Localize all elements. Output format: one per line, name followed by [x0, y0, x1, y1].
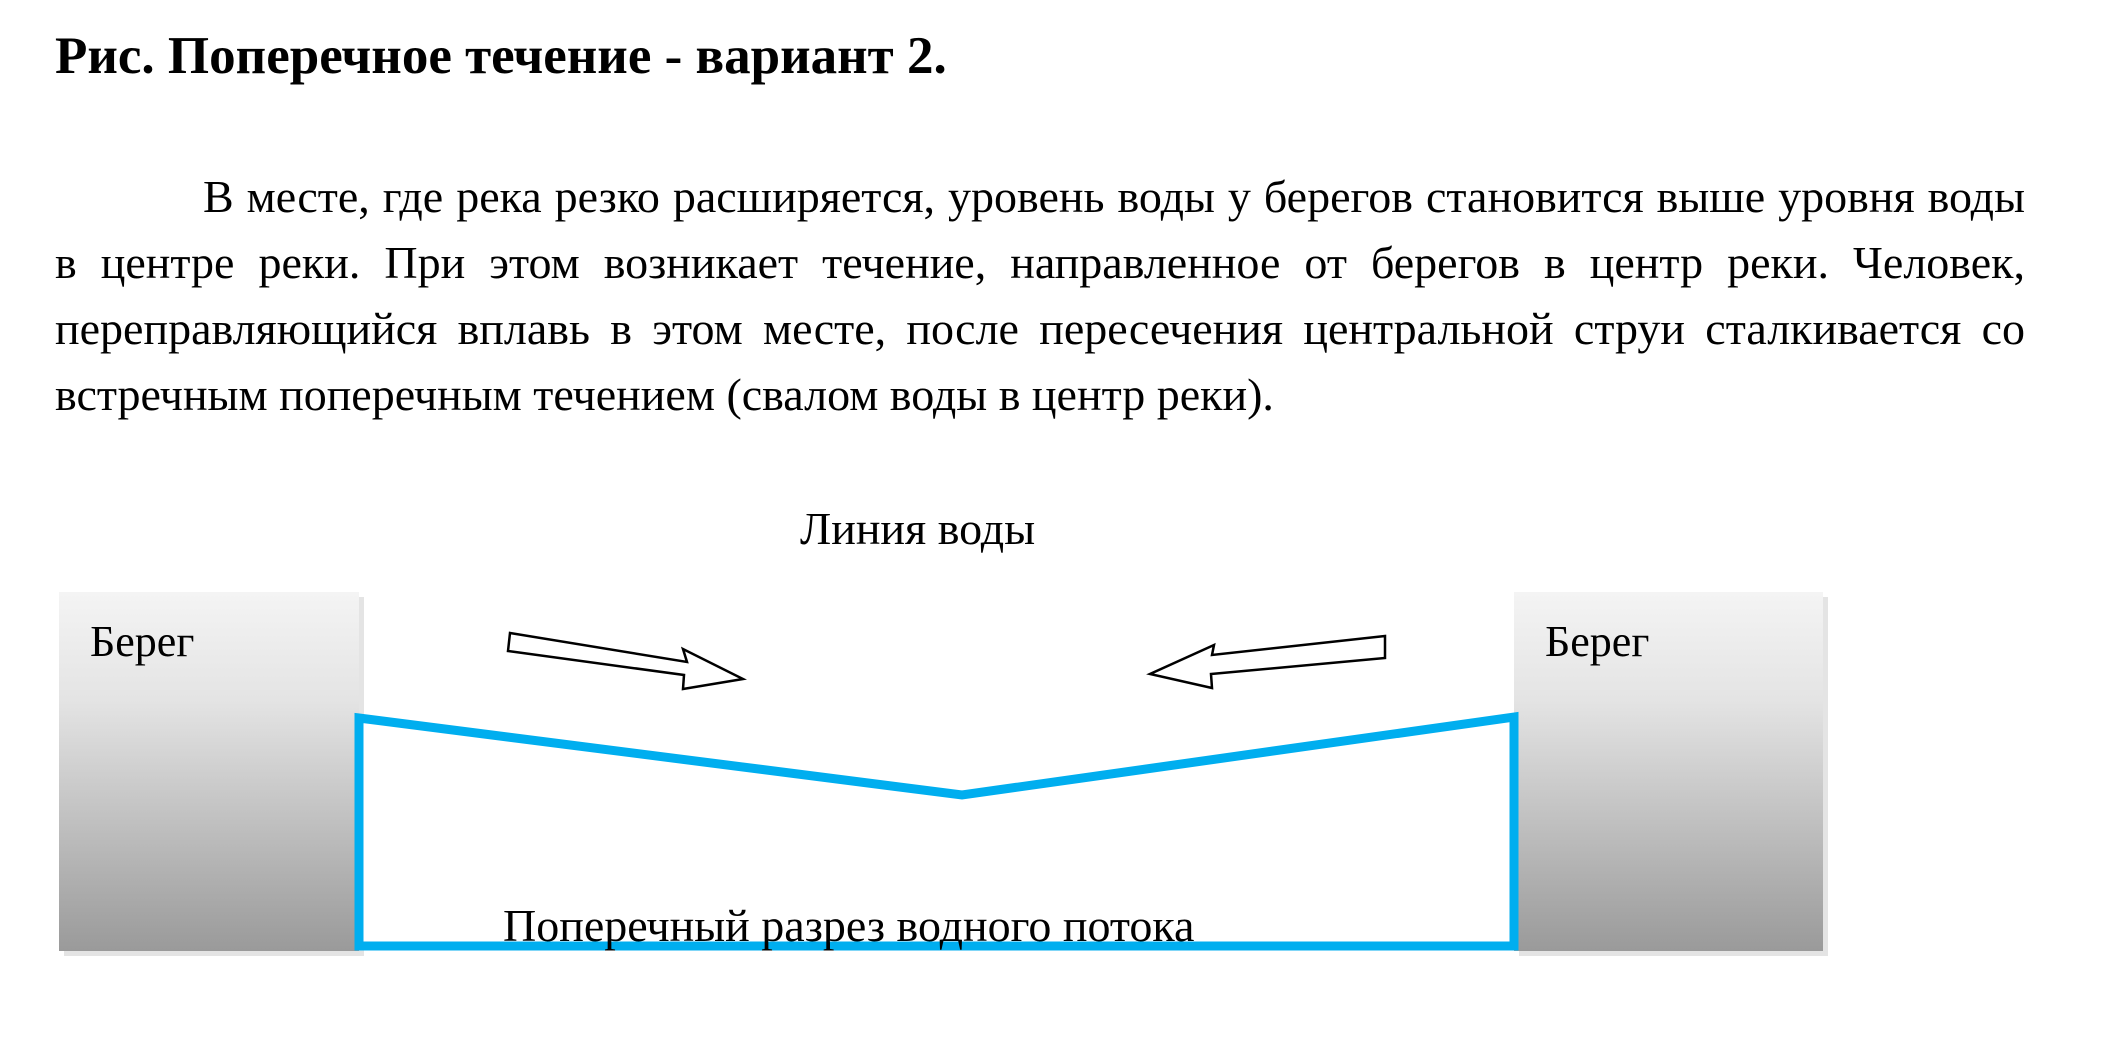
right-bank-label: Берег [1545, 617, 1649, 666]
left-pointing-arrow-icon [1146, 634, 1387, 690]
left-bank-label: Берег [90, 617, 194, 666]
description-paragraph: В месте, где река резко расширяется, уро… [55, 171, 2025, 420]
water-line-label: Линия воды [800, 503, 1035, 554]
left-bank: Берег [59, 592, 364, 956]
cross-section-label: Поперечный разрез водного потока [503, 900, 1194, 951]
page-title: Рис. Поперечное течение - вариант 2. [55, 27, 947, 85]
right-bank: Берег [1514, 592, 1828, 956]
water-cross-section-outline [354, 711, 1519, 951]
right-pointing-arrow-icon [506, 631, 747, 691]
